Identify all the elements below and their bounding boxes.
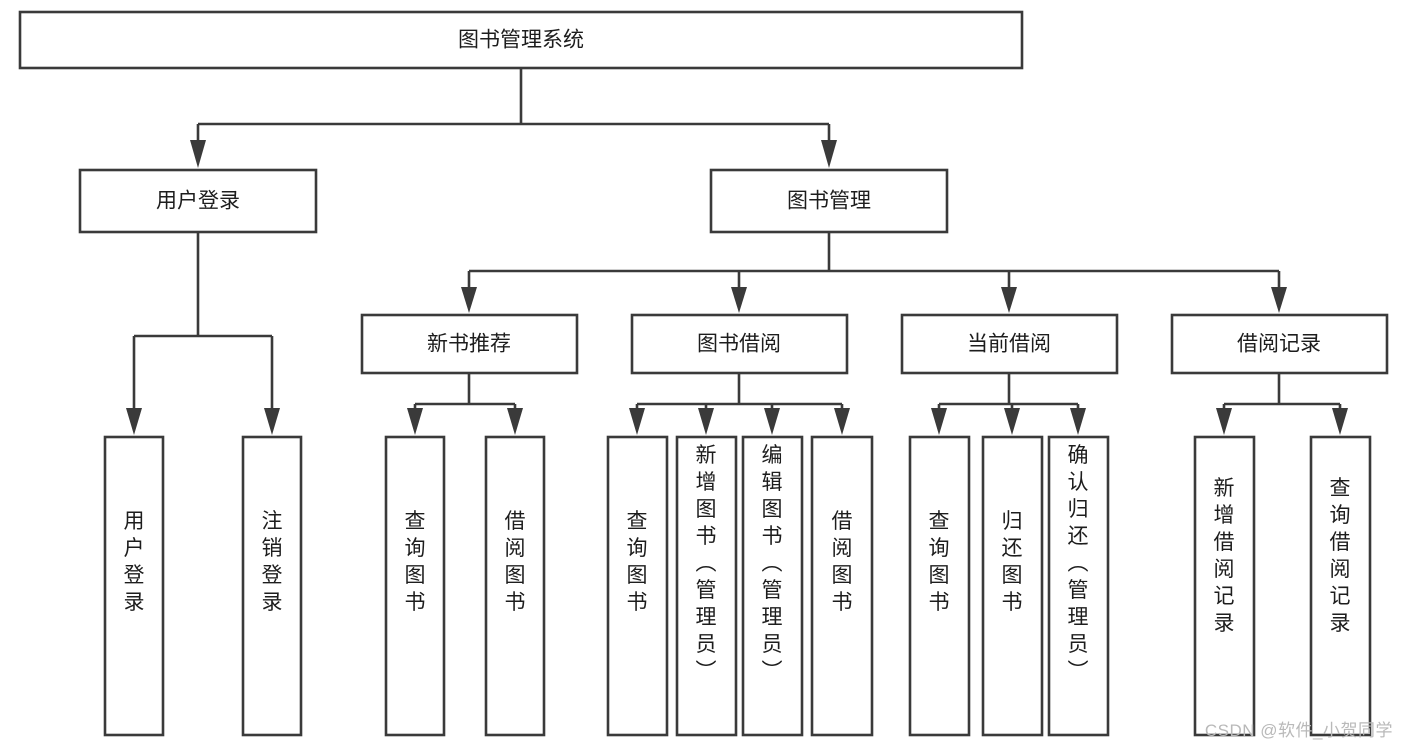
node-leaf-query-book-3-label: 查询图书: [929, 510, 950, 614]
arrow-head-leaf-logout-login: [264, 408, 280, 435]
node-leaf-query-record-label: 查询借阅记录: [1330, 477, 1351, 635]
node-leaf-query-book-3[interactable]: 查询图书: [908, 435, 971, 737]
node-root[interactable]: 图书管理系统: [18, 10, 1024, 70]
arrow-head-leaf-query-record: [1332, 408, 1348, 435]
arrow-head-leaf-query-book-2: [629, 408, 645, 435]
node-leaf-logout-login[interactable]: 注销登录: [241, 435, 303, 737]
node-borrow-record-label: 借阅记录: [1237, 333, 1321, 356]
node-leaf-user-login-label: 用户登录: [124, 510, 145, 614]
node-leaf-add-record[interactable]: 新增借阅记录: [1193, 435, 1256, 737]
arrow-head-leaf-add-book: [698, 408, 714, 435]
node-leaf-query-record-box[interactable]: [1309, 435, 1372, 737]
node-leaf-edit-book-box[interactable]: [741, 435, 804, 737]
node-leaf-user-login-box[interactable]: [103, 435, 165, 737]
node-leaf-edit-book[interactable]: 编辑图书︵管理员︶: [741, 435, 804, 737]
node-current-borrow-box[interactable]: [900, 313, 1119, 375]
arrow-head-leaf-query-book-1: [407, 408, 423, 435]
node-leaf-return-book-label: 归还图书: [1002, 510, 1023, 614]
node-book-management-box[interactable]: [709, 168, 949, 234]
edges-book-borrow-to-leaves: [629, 373, 850, 435]
node-leaf-query-book-1-box[interactable]: [384, 435, 446, 737]
node-book-management[interactable]: 图书管理: [709, 168, 949, 234]
node-leaf-logout-login-label: 注销登录: [262, 510, 283, 614]
arrow-head-book-management: [821, 140, 837, 168]
node-user-login-label: 用户登录: [156, 190, 240, 213]
edges-new-book-recommend-to-leaves: [407, 373, 523, 435]
node-leaf-query-book-3-box[interactable]: [908, 435, 971, 737]
node-leaf-confirm-return[interactable]: 确认归还︵管理员︶: [1047, 435, 1110, 737]
node-leaf-borrow-book-2-box[interactable]: [810, 435, 874, 737]
node-leaf-borrow-book-2[interactable]: 借阅图书: [810, 435, 874, 737]
node-new-book-recommend-label: 新书推荐: [427, 333, 511, 356]
arrow-head-book-borrow: [731, 287, 747, 313]
arrow-head-current-borrow: [1001, 287, 1017, 313]
node-leaf-edit-book-label: 编辑图书︵管理员︶: [762, 444, 783, 683]
node-leaf-query-book-1-label: 查询图书: [405, 510, 426, 614]
node-leaf-confirm-return-label: 确认归还︵管理员︶: [1068, 444, 1089, 683]
node-leaf-confirm-return-box[interactable]: [1047, 435, 1110, 737]
node-leaf-add-book-box[interactable]: [675, 435, 738, 737]
arrow-head-leaf-confirm-return: [1070, 408, 1086, 435]
edges-root-to-level2: [190, 68, 837, 168]
node-leaf-query-book-2-box[interactable]: [606, 435, 669, 737]
node-leaf-query-record[interactable]: 查询借阅记录: [1309, 435, 1372, 737]
node-leaf-add-book[interactable]: 新增图书︵管理员︶: [675, 435, 738, 737]
node-user-login-box[interactable]: [78, 168, 318, 234]
node-leaf-user-login[interactable]: 用户登录: [103, 435, 165, 737]
node-leaf-logout-login-box[interactable]: [241, 435, 303, 737]
arrow-head-leaf-edit-book: [764, 408, 780, 435]
node-book-borrow[interactable]: 图书借阅: [630, 313, 849, 375]
node-current-borrow[interactable]: 当前借阅: [900, 313, 1119, 375]
node-book-borrow-label: 图书借阅: [697, 333, 781, 356]
node-root-label: 图书管理系统: [458, 29, 584, 52]
arrow-head-borrow-record: [1271, 287, 1287, 313]
arrow-head-user-login: [190, 140, 206, 168]
arrow-head-new-book-recommend: [461, 287, 477, 313]
node-leaf-query-book-1[interactable]: 查询图书: [384, 435, 446, 737]
node-borrow-record[interactable]: 借阅记录: [1170, 313, 1389, 375]
node-user-login[interactable]: 用户登录: [78, 168, 318, 234]
node-leaf-add-book-label: 新增图书︵管理员︶: [696, 444, 717, 683]
node-leaf-borrow-book-2-label: 借阅图书: [832, 510, 853, 614]
arrow-head-leaf-return-book: [1004, 408, 1020, 435]
node-leaf-query-book-2[interactable]: 查询图书: [606, 435, 669, 737]
arrow-head-leaf-borrow-book-1: [507, 408, 523, 435]
node-leaf-return-book[interactable]: 归还图书: [981, 435, 1044, 737]
node-new-book-recommend[interactable]: 新书推荐: [360, 313, 579, 375]
node-new-book-recommend-box[interactable]: [360, 313, 579, 375]
node-leaf-add-record-label: 新增借阅记录: [1214, 477, 1235, 635]
node-borrow-record-box[interactable]: [1170, 313, 1389, 375]
node-book-borrow-box[interactable]: [630, 313, 849, 375]
node-leaf-add-record-box[interactable]: [1193, 435, 1256, 737]
edges-borrow-record-to-leaves: [1216, 373, 1348, 435]
node-book-management-label: 图书管理: [787, 190, 871, 213]
arrow-head-leaf-user-login: [126, 408, 142, 435]
edges-current-borrow-to-leaves: [931, 373, 1086, 435]
node-leaf-borrow-book-1-box[interactable]: [484, 435, 546, 737]
node-current-borrow-label: 当前借阅: [967, 333, 1051, 356]
arrow-head-leaf-add-record: [1216, 408, 1232, 435]
edges-book-management-to-level3: [461, 232, 1287, 313]
node-leaf-borrow-book-1-label: 借阅图书: [505, 510, 526, 614]
arrow-head-leaf-query-book-3: [931, 408, 947, 435]
node-leaf-borrow-book-1[interactable]: 借阅图书: [484, 435, 546, 737]
node-leaf-return-book-box[interactable]: [981, 435, 1044, 737]
arrow-head-leaf-borrow-book-2: [834, 408, 850, 435]
node-root-box[interactable]: [18, 10, 1024, 70]
node-leaf-query-book-2-label: 查询图书: [627, 510, 648, 614]
edges-user-login-to-leaves: [126, 232, 280, 435]
